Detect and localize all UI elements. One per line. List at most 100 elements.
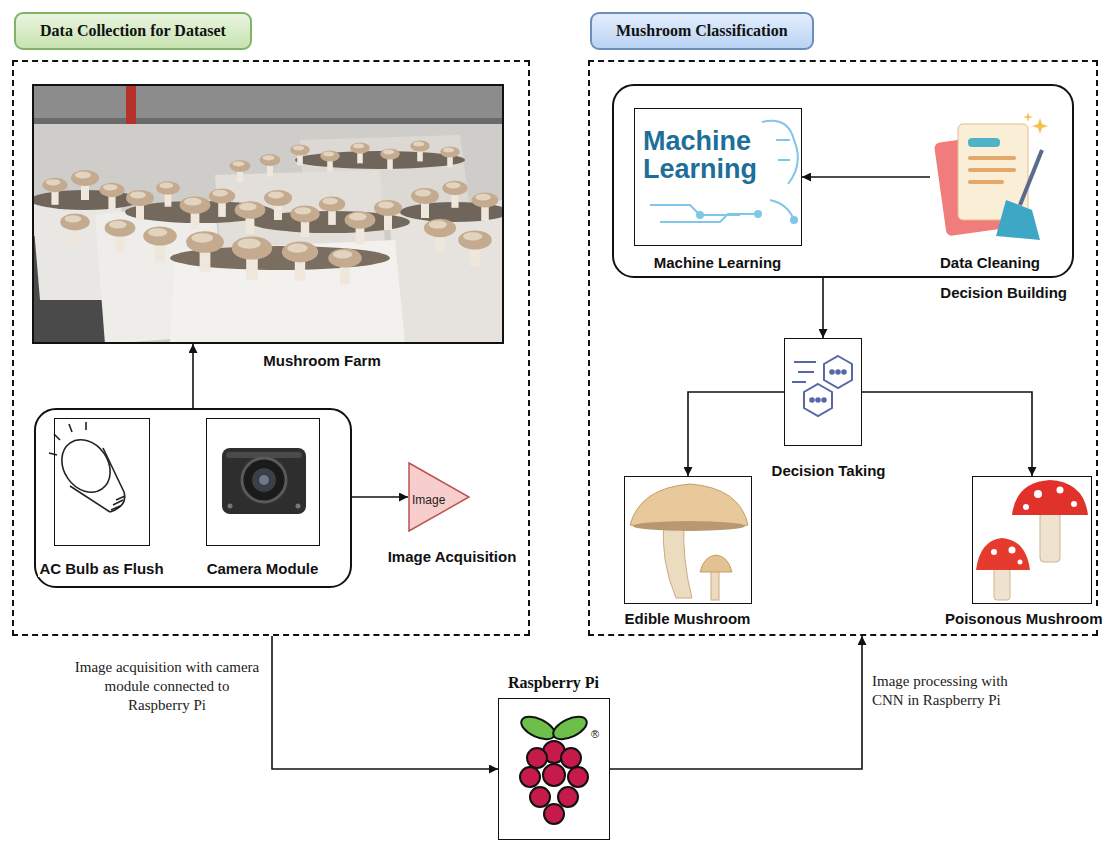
icon-box: Decision Taking <box>784 338 862 446</box>
node-label: Image Acquisition <box>387 548 518 565</box>
machine-learning-logo-part <box>697 212 703 218</box>
edible-mushroom-art-part <box>630 484 748 530</box>
farm-photo-part <box>32 118 504 124</box>
trademark-mark: ® <box>591 728 599 740</box>
machine-learning-logo-part <box>755 211 761 217</box>
edible-mushroom-art-part <box>700 555 732 572</box>
poisonous-mushroom-art-part <box>994 566 1010 600</box>
camera-icon-part <box>296 504 301 509</box>
node-label: Edible Mushroom <box>624 610 752 627</box>
poisonous-mushroom-art-part <box>1040 512 1060 562</box>
icon-box: Camera Module <box>206 418 320 546</box>
poisonous-mushroom-art-part <box>1012 480 1088 515</box>
rounded-group: AC Bulb as FlushCamera Module <box>34 408 352 588</box>
label-slot: Mushroom Farm <box>262 352 382 370</box>
label-slot: Edible Mushroom <box>624 610 752 628</box>
bulb-icon-part <box>52 430 120 501</box>
data-cleaning-icon <box>934 112 1048 240</box>
farm-photo-part <box>232 236 273 280</box>
connector <box>272 636 498 769</box>
poisonous-mushroom-art-part <box>976 538 1030 570</box>
connector <box>862 392 1032 476</box>
connector <box>352 496 408 498</box>
decision-icon-part <box>816 398 820 402</box>
farm-photo-part <box>126 84 136 124</box>
data-cleaning-icon-part <box>996 200 1040 240</box>
data-cleaning-icon-part <box>968 180 1004 184</box>
camera-icon-part <box>259 475 269 485</box>
label-slot: Raspberry Pi <box>507 674 600 692</box>
farm-photo-part <box>71 170 99 200</box>
camera-icon-part <box>222 448 306 514</box>
raspberry-pi-logo-part-part <box>544 804 564 824</box>
image-triangle: ImageImage Acquisition <box>408 462 470 532</box>
label-slot: Image Acquisition <box>387 548 518 566</box>
decision-icon-part <box>822 398 826 402</box>
farm-photo-part <box>282 242 318 281</box>
farm-photo-part <box>260 154 281 177</box>
farm-photo-part <box>99 183 124 210</box>
camera-icon-part <box>252 468 276 492</box>
dashed-panel: Data Collection for DatasetMushroom Farm… <box>12 60 530 636</box>
machine-learning-logo-part <box>791 217 797 223</box>
raspberry-pi-logo-part-part <box>568 767 588 787</box>
farm-photo <box>32 84 504 344</box>
section-tab: Data Collection for Dataset <box>14 12 252 50</box>
decision-icon-part <box>830 370 834 374</box>
node-label: Decision Building <box>939 284 1068 301</box>
shape-text: Image <box>412 493 445 507</box>
raspberry-pi-logo-part-part <box>558 787 578 807</box>
farm-photo-part <box>440 146 460 167</box>
label-slot: Image <box>412 490 445 508</box>
edible-mushroom-art-part <box>663 520 692 598</box>
label-slot: Data Cleaning <box>939 254 1041 272</box>
label-slot: Decision Taking <box>771 462 887 480</box>
farm-photo-part <box>105 219 136 252</box>
edge-label: Image acquisition with camera module con… <box>72 658 262 714</box>
farm-photo-part <box>209 188 236 217</box>
farm-photo-part <box>424 219 456 254</box>
label-slot: Machine Learning <box>653 254 783 272</box>
image-box: Poisonous Mushroom <box>972 476 1092 604</box>
farm-photo-part <box>320 150 340 171</box>
machine-learning-logo-part <box>776 140 790 160</box>
data-cleaning-icon-part <box>1023 112 1033 122</box>
poisonous-mushroom-art-part <box>991 549 997 555</box>
farm-photo-part <box>143 226 177 262</box>
node-label: Decision Taking <box>771 462 887 479</box>
logo-text: Machine Learning <box>643 127 788 183</box>
icon-box: AC Bulb as Flush <box>54 418 150 546</box>
farm-photo-part <box>295 151 465 169</box>
connector <box>802 176 930 178</box>
poisonous-mushroom-art <box>976 480 1088 600</box>
bulb-icon <box>49 422 125 512</box>
raspberry-pi-logo-part-part <box>527 748 547 768</box>
farm-photo-part <box>458 230 492 266</box>
farm-photo-part <box>180 196 211 229</box>
farm-photo-part <box>411 188 439 218</box>
farm-photo-part <box>235 201 266 234</box>
raspberry-pi-logo-part-part <box>561 748 581 768</box>
farm-photo-part <box>126 190 154 220</box>
triangle-shape <box>409 463 469 531</box>
node-label: Machine Learning <box>653 254 783 271</box>
farm-photo-part <box>374 200 402 230</box>
connector <box>610 636 862 769</box>
dashed-panel: Mushroom ClassificationDecision Building… <box>588 60 1098 636</box>
connector <box>192 344 194 408</box>
label-slot: Data Collection for Dataset <box>14 12 252 50</box>
poisonous-mushroom-art-part <box>1057 487 1064 494</box>
machine-learning-logo-part <box>650 200 794 222</box>
raspberry-pi-logo-part <box>520 741 588 824</box>
data-cleaning-icon-part <box>1020 150 1042 205</box>
farm-photo-part <box>319 196 346 225</box>
farm-photo-part <box>32 84 504 120</box>
label-slot: Camera Module <box>206 560 320 578</box>
poisonous-mushroom-art-part <box>1009 547 1016 554</box>
edible-mushroom-art-part <box>711 570 719 600</box>
raspberry-pi-logo-part-part <box>543 764 565 786</box>
farm-photo-part <box>410 140 430 161</box>
